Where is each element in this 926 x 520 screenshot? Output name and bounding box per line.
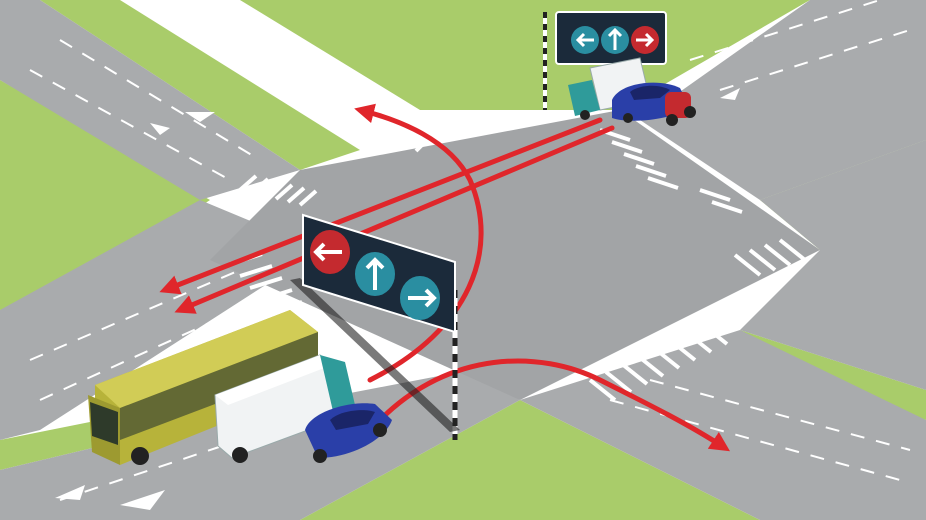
road-arrow-icon: [55, 485, 85, 500]
far-sign: [543, 11, 667, 110]
path-straight-left-2: [174, 125, 615, 314]
crosswalk-right: [599, 128, 807, 277]
grass-top-center: [240, 0, 810, 110]
near-sign-arm: [290, 278, 460, 432]
road-right-arm: [740, 140, 926, 390]
crosswalk-bottom: [588, 322, 729, 402]
road-arrow-icon: [150, 123, 170, 135]
far-motorcycle: [665, 92, 696, 126]
road-bottom-right-arm: [520, 330, 926, 520]
road-arrow-icon: [720, 88, 740, 100]
road-arrows: [55, 88, 740, 510]
grass-top-left-strip: [40, 0, 360, 170]
grass-bottom-center: [300, 400, 760, 520]
path-curve-right: [377, 358, 731, 452]
bus: [88, 310, 318, 465]
road-arrow-icon: [185, 112, 215, 122]
road-arrow-icon: [120, 490, 165, 510]
path-straight-left-1: [159, 117, 603, 295]
path-curve-left: [354, 103, 484, 383]
grass-left: [0, 80, 210, 310]
road-diagonal-top-right: [640, 0, 926, 200]
near-sign: [290, 213, 460, 440]
near-car: [305, 403, 392, 463]
crosswalk-top: [238, 124, 434, 207]
road-diagonal-left-top: [0, 0, 300, 200]
